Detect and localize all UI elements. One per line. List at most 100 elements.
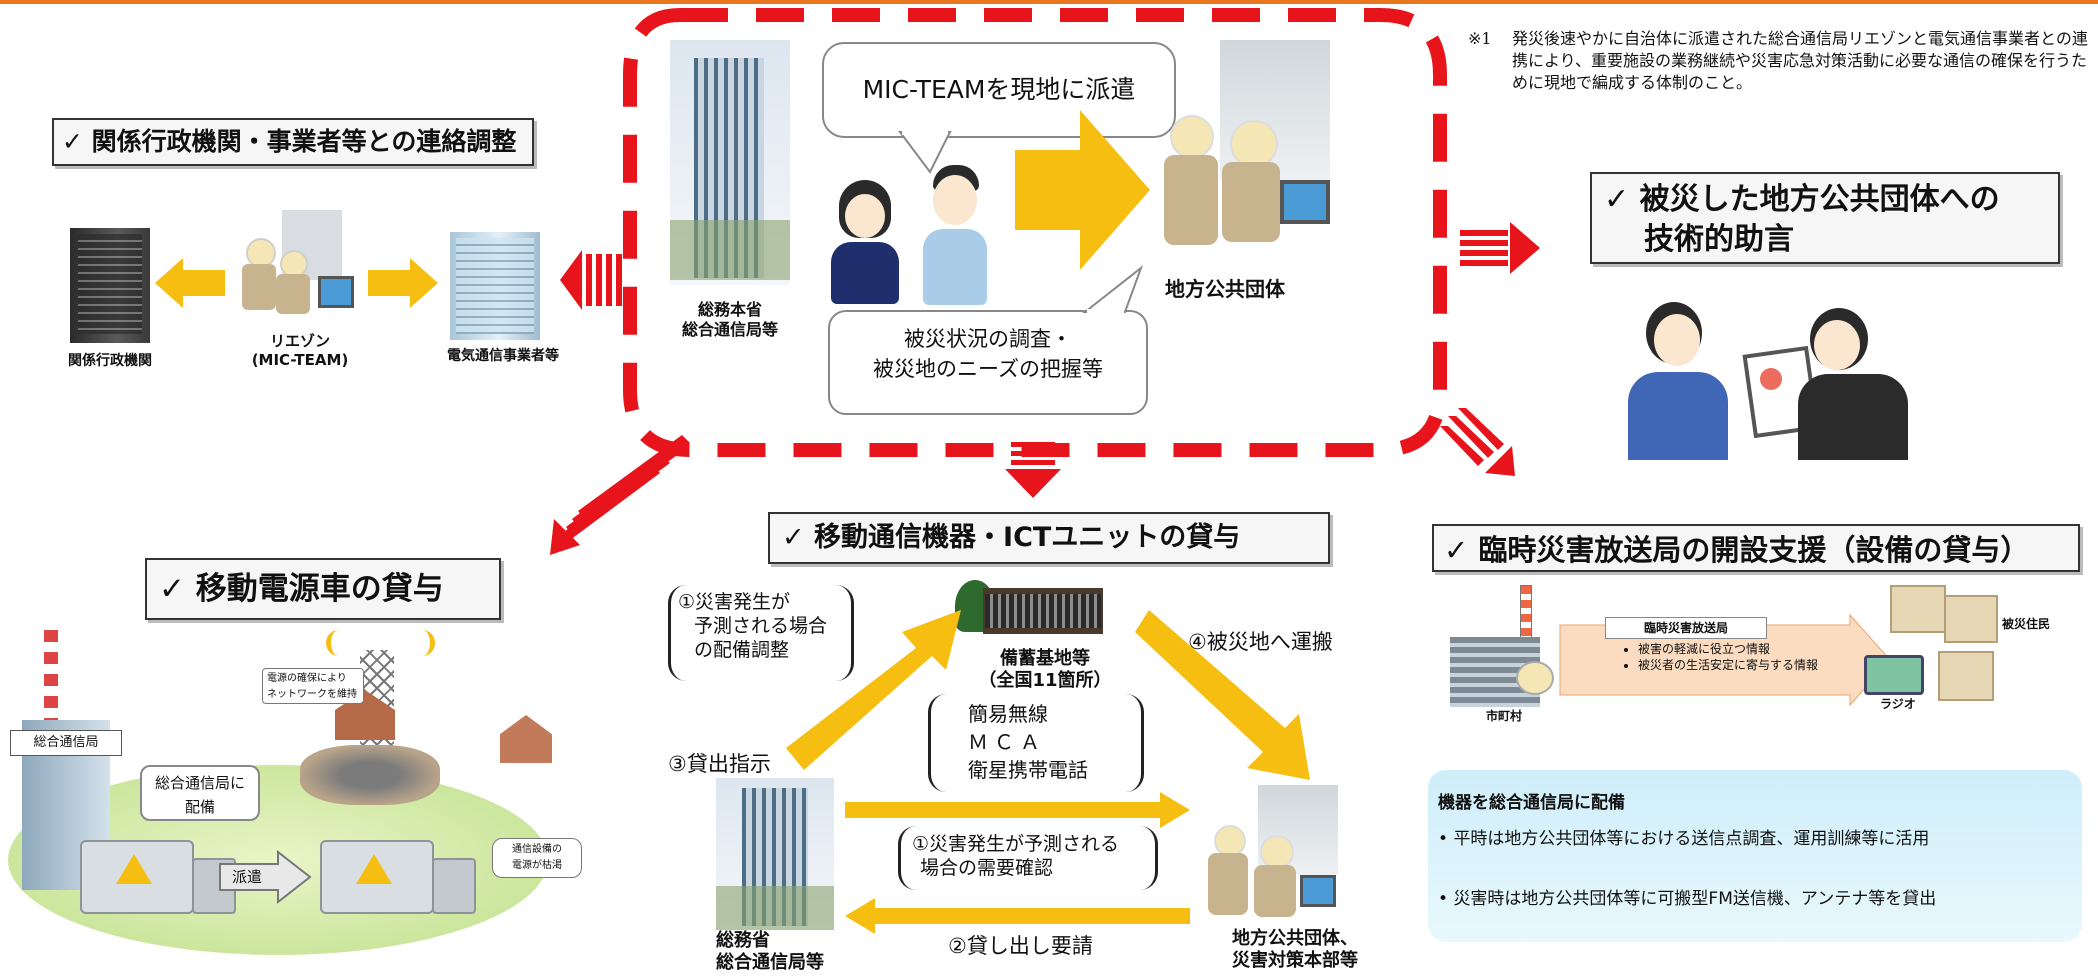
check-mark: ✓ xyxy=(62,127,83,156)
arrow-request-left-icon xyxy=(845,898,1190,934)
info-box-item-1-text: 平時は地方公共団体等における送信点調査、運用訓練等に活用 xyxy=(1453,829,1930,849)
bureau-sign: 総合通信局 xyxy=(10,730,122,756)
arrow-step4-down-icon xyxy=(1135,610,1310,780)
bubble-tail-bottom xyxy=(1082,265,1144,313)
local-gov-hq-line1: 地方公共団体、 xyxy=(1232,928,1358,949)
info-box: 機器を総合通信局に配備 • 平時は地方公共団体等における送信点調査、運用訓練等に… xyxy=(1428,770,2082,942)
radio-label: ラジオ xyxy=(1880,697,1916,711)
heading-broadcast: ✓ 臨時災害放送局の開設支援（設備の貸与） xyxy=(1432,524,2080,572)
power-truck-left-icon xyxy=(80,840,194,914)
info-box-item-2: • 災害時は地方公共団体等に可搬型FM送信機、アンテナ等を貸出 xyxy=(1438,884,1936,909)
heading-mobile-comm-text: 移動通信機器・ICTユニットの貸与 xyxy=(814,522,1241,553)
broadcast-bullets: 被害の軽減に役立つ情報 被災者の生活安定に寄与する情報 xyxy=(1600,641,1858,673)
mic-team-man-icon xyxy=(915,165,995,305)
chimney-icon xyxy=(44,630,58,730)
ministry-tower-icon xyxy=(716,778,834,930)
heading-technical-advice: ✓ 被災した地方公共団体への 技術的助言 xyxy=(1590,172,2060,264)
gov-building-icon xyxy=(70,228,150,343)
liaison-person-icon xyxy=(238,210,358,315)
footnote-text: 発災後速やかに自治体に派遣された総合通信局リエゾンと電気通信事業者との連携により… xyxy=(1512,29,2088,92)
house-icon xyxy=(500,715,552,763)
bubble-survey-line2: 被災地のニーズの把握等 xyxy=(873,357,1103,381)
step3-label: ③貸出指示 xyxy=(668,752,771,776)
heading-coordination: ✓ 関係行政機関・事業者等との連絡調整 xyxy=(52,118,534,166)
power-truck-right-cab-icon xyxy=(432,858,476,914)
heading-coordination-text: 関係行政機関・事業者等との連絡調整 xyxy=(91,127,517,156)
liaison-label: リエゾン (MIC-TEAM) xyxy=(230,330,370,369)
step1-prep-line1: ①災害発生が xyxy=(678,591,791,613)
telecom-operators-label: 電気通信事業者等 xyxy=(447,348,559,364)
big-yellow-arrow-icon xyxy=(1015,110,1150,270)
shelter-2-icon xyxy=(1944,595,1998,643)
callout-depletion-line1: 通信設備の xyxy=(512,844,562,855)
arrow-left-icon xyxy=(155,258,225,308)
step1-prep-line2: 予測される場合 xyxy=(694,615,828,637)
check-mark: ✓ xyxy=(1444,533,1469,567)
footnote: ※1 発災後速やかに自治体に派遣された総合通信局リエゾンと電気通信事業者との連携… xyxy=(1468,28,2088,94)
callout-depletion-line2: 電源が枯渇 xyxy=(512,860,562,871)
heading-technical-advice-line2: 技術的助言 xyxy=(1644,222,1794,257)
heading-broadcast-text: 臨時災害放送局の開設支援（設備の貸与） xyxy=(1478,533,2030,567)
ministry-label-line2: 総合通信局等 xyxy=(716,952,824,973)
red-striped-arrow-downright xyxy=(1440,408,1515,476)
residents-label: 被災住民 xyxy=(2002,617,2051,631)
city-label: 市町村 xyxy=(1486,709,1523,723)
ministry-label-line1: 総務省 xyxy=(716,930,770,951)
consultation-illustration-icon xyxy=(1628,290,1908,460)
heading-mobile-power-text: 移動電源車の貸与 xyxy=(195,571,444,607)
callout-depletion: 通信設備の 電源が枯渇 xyxy=(492,838,582,878)
stockpile-base-label: 備蓄基地等 （全国11箇所） xyxy=(955,648,1135,692)
heading-technical-advice-line1: 被災した地方公共団体への xyxy=(1639,182,2000,217)
red-striped-arrow-downleft xyxy=(550,435,690,555)
arrow-request-right-icon xyxy=(845,792,1190,828)
check-mark: ✓ xyxy=(159,571,185,607)
step1-demand-line2: 場合の需要確認 xyxy=(920,857,1054,879)
bubble-tail-top xyxy=(898,131,952,174)
dispatch-arrow-icon xyxy=(219,849,312,905)
step1-prep-text: ①災害発生が 予測される場合 の配備調整 xyxy=(678,590,848,662)
callout-network: 電源の確保により ネットワークを維持 xyxy=(262,668,364,704)
radio-icon xyxy=(1864,655,1924,695)
info-box-title: 機器を総合通信局に配備 xyxy=(1438,793,1625,813)
callout-deploy-line1: 総合通信局に xyxy=(154,774,245,792)
info-box-item-1: • 平時は地方公共団体等における送信点調査、運用訓練等に活用 xyxy=(1438,824,1929,849)
bubble-survey: 被災状況の調査・ 被災地のニーズの把握等 xyxy=(828,310,1148,415)
base-label-line2: （全国11箇所） xyxy=(978,670,1112,691)
bubble-dispatch-text: MIC-TEAMを現地に派遣 xyxy=(862,75,1136,104)
red-striped-arrow-left xyxy=(560,250,622,310)
arrow-step3-up-icon xyxy=(786,610,961,770)
callout-network-line2: ネットワークを維持 xyxy=(267,689,357,700)
local-gov-hq-label: 地方公共団体、 災害対策本部等 xyxy=(1232,928,1358,972)
power-truck-right-icon xyxy=(320,840,434,914)
dispatch-arrow-label: 派遣 xyxy=(232,868,263,886)
ministry-label: 総務省 総合通信局等 xyxy=(716,930,824,974)
step1-prep-box xyxy=(668,585,854,681)
info-box-item-2-text: 災害時は地方公共団体等に可搬型FM送信機、アンテナ等を貸出 xyxy=(1453,889,1937,909)
station-label: 臨時災害放送局 xyxy=(1605,617,1767,639)
equipment-box xyxy=(928,694,1144,792)
heading-mobile-comm: ✓ 移動通信機器・ICTユニットの貸与 xyxy=(768,512,1330,564)
check-mark: ✓ xyxy=(782,522,805,553)
broadcast-bullet-2: 被災者の生活安定に寄与する情報 xyxy=(1638,657,1858,673)
step1-demand-box xyxy=(898,826,1158,890)
arrow-right-icon xyxy=(368,258,438,308)
liaison-label-line1: リエゾン xyxy=(269,332,330,350)
step2-label: ②貸し出し要請 xyxy=(948,934,1093,958)
signal-wave-right-icon xyxy=(410,630,435,656)
shelter-1-icon xyxy=(1890,585,1946,633)
gov-agency-label: 関係行政機関 xyxy=(68,353,152,369)
bullet-dot-icon: • xyxy=(1438,829,1454,849)
hq-label-line2: 総合通信局等 xyxy=(681,320,778,339)
heading-mobile-power: ✓ 移動電源車の貸与 xyxy=(145,558,501,620)
step1-demand-line1: ①災害発生が予測される xyxy=(912,833,1120,855)
local-gov-label: 地方公共団体 xyxy=(1165,277,1285,301)
bullet-dot-icon: • xyxy=(1438,889,1454,909)
hq-tower-icon xyxy=(670,40,790,285)
bubble-dispatch: MIC-TEAMを現地に派遣 xyxy=(822,42,1176,138)
mic-team-woman-icon xyxy=(825,180,905,305)
local-gov-workers-icon xyxy=(1160,30,1330,270)
step4-label: ④被災地へ運搬 xyxy=(1188,630,1333,654)
top-accent-bar xyxy=(0,0,2098,4)
equipment-item-1: 簡易無線 xyxy=(968,702,1048,726)
callout-network-line1: 電源の確保により xyxy=(267,673,347,684)
